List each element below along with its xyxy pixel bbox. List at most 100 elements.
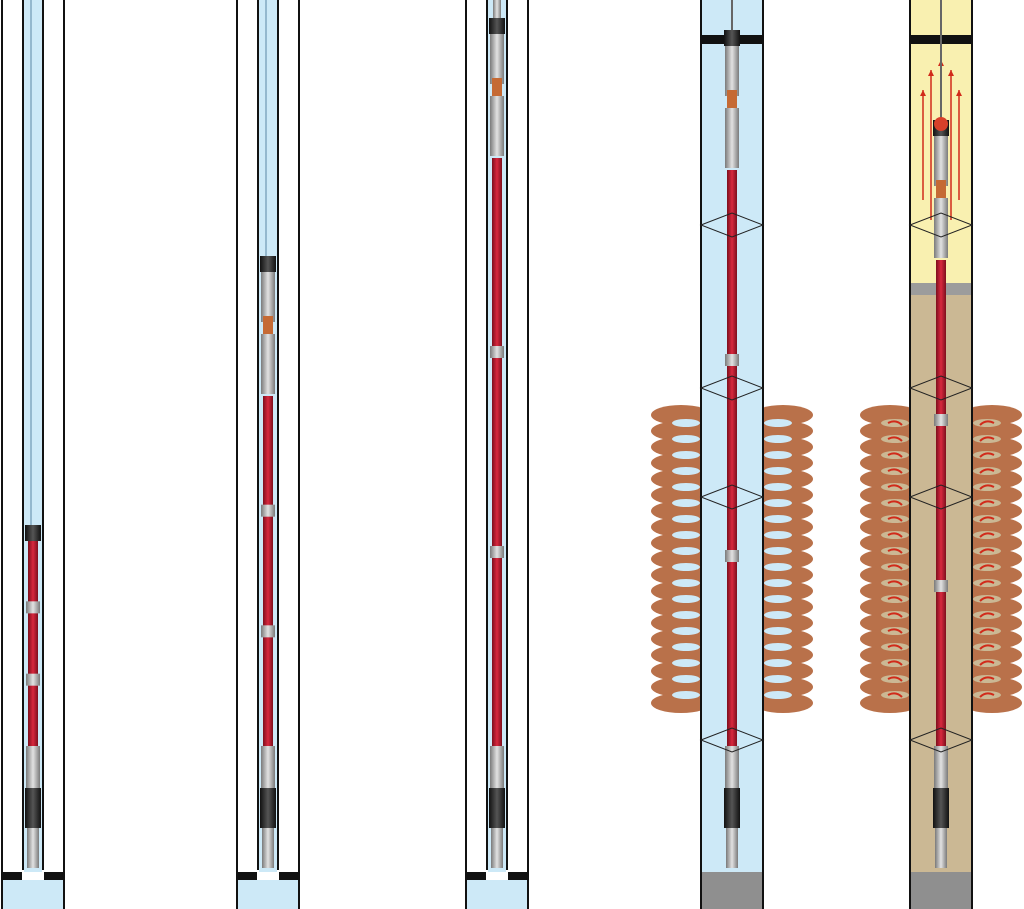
perforation-tunnel xyxy=(672,419,700,427)
inflow-arrow xyxy=(887,468,903,474)
flow-arrow-head xyxy=(956,90,962,96)
centralizer xyxy=(908,212,974,238)
perforation-tunnel xyxy=(672,643,700,651)
perforation-tunnel xyxy=(881,643,909,651)
perforation-tunnel xyxy=(973,627,1001,635)
perforation-tunnel xyxy=(973,483,1001,491)
inflow-arrow xyxy=(887,692,903,698)
perforation-tunnel xyxy=(672,451,700,459)
inflow-arrow xyxy=(887,420,903,426)
stage-1 xyxy=(1,0,65,909)
perforation-tunnel xyxy=(764,595,792,603)
formation-lobe xyxy=(860,629,920,649)
inflow-arrow xyxy=(979,692,995,698)
firing-head xyxy=(492,78,502,96)
formation-lobe xyxy=(962,661,1022,681)
formation-lobe xyxy=(860,597,920,617)
tool-head xyxy=(724,30,740,46)
perforating-gun xyxy=(727,170,737,356)
formation-lobe xyxy=(651,437,711,457)
perforation-tunnel xyxy=(764,563,792,571)
stage-5 xyxy=(860,0,1022,909)
firing-head xyxy=(727,90,737,108)
casing-shoe-left xyxy=(237,872,257,880)
casing-shoe-right xyxy=(508,872,528,880)
inflow-arrow xyxy=(887,452,903,458)
formation-lobe xyxy=(753,405,813,425)
inflow-arrow xyxy=(979,436,995,442)
inflow-arrow xyxy=(887,516,903,522)
perforation-tunnel xyxy=(881,547,909,555)
formation-lobe xyxy=(753,485,813,505)
bottom-fluid xyxy=(3,880,63,909)
formation-lobe xyxy=(860,453,920,473)
perforation-tunnel xyxy=(973,691,1001,699)
formation-lobe xyxy=(651,693,711,713)
perforating-gun xyxy=(28,541,38,604)
perforation-tunnel xyxy=(672,515,700,523)
formation-lobe xyxy=(860,533,920,553)
perforating-gun xyxy=(936,592,946,748)
formation-lobe xyxy=(962,533,1022,553)
perforating-gun xyxy=(727,562,737,748)
perforation-tunnel xyxy=(672,547,700,555)
formation-lobe xyxy=(962,565,1022,585)
formation-lobe xyxy=(651,453,711,473)
tool-head xyxy=(260,256,276,272)
formation-lobe xyxy=(962,581,1022,601)
inflow-arrow xyxy=(887,532,903,538)
formation-lobe xyxy=(651,421,711,441)
packer-plug xyxy=(724,788,740,828)
perforation-tunnel xyxy=(973,611,1001,619)
perforation-tunnel xyxy=(881,435,909,443)
perforation-tunnel xyxy=(764,691,792,699)
inflow-arrow xyxy=(979,644,995,650)
perforation-tunnel xyxy=(973,643,1001,651)
formation-lobe xyxy=(860,405,920,425)
perforation-tunnel xyxy=(764,659,792,667)
formation-lobe xyxy=(753,693,813,713)
perforation-tunnel xyxy=(764,483,792,491)
inflow-arrow xyxy=(979,452,995,458)
inflow-arrow xyxy=(979,628,995,634)
casing-shoe-left xyxy=(2,872,22,880)
formation-lobe xyxy=(860,693,920,713)
formation-lobe xyxy=(962,469,1022,489)
inflow-arrow xyxy=(887,580,903,586)
tool-head xyxy=(25,525,41,541)
flow-arrow-head xyxy=(928,70,934,76)
inflow-arrow xyxy=(979,516,995,522)
perforation-tunnel xyxy=(973,659,1001,667)
perforation-tunnel xyxy=(881,531,909,539)
flow-arrow-head xyxy=(948,70,954,76)
gun-connector xyxy=(261,625,275,638)
perforation-tunnel xyxy=(764,643,792,651)
formation-lobe xyxy=(651,533,711,553)
perforation-tunnel xyxy=(764,547,792,555)
perforation-tunnel xyxy=(881,627,909,635)
formation-lobe xyxy=(651,565,711,585)
adapter-sub xyxy=(490,34,504,84)
centralizer xyxy=(908,484,974,510)
tandem-sub xyxy=(261,334,275,394)
formation-lobe xyxy=(651,597,711,617)
perforation-tunnel xyxy=(881,483,909,491)
gun-connector xyxy=(934,580,948,592)
perforation-tunnel xyxy=(881,467,909,475)
perforation-tunnel xyxy=(764,627,792,635)
bottom-sub xyxy=(490,758,504,788)
perforation-tunnel xyxy=(881,515,909,523)
gun-connector xyxy=(725,354,739,366)
formation-lobe xyxy=(860,645,920,665)
formation-lobe xyxy=(962,501,1022,521)
inflow-arrow xyxy=(979,660,995,666)
perforation-tunnel xyxy=(973,579,1001,587)
perforation-tunnel xyxy=(764,675,792,683)
perforation-tunnel xyxy=(672,563,700,571)
perforating-gun xyxy=(492,558,502,748)
inflow-arrow xyxy=(887,628,903,634)
formation-lobe xyxy=(651,645,711,665)
inflow-arrow xyxy=(887,676,903,682)
formation-lobe xyxy=(962,613,1022,633)
